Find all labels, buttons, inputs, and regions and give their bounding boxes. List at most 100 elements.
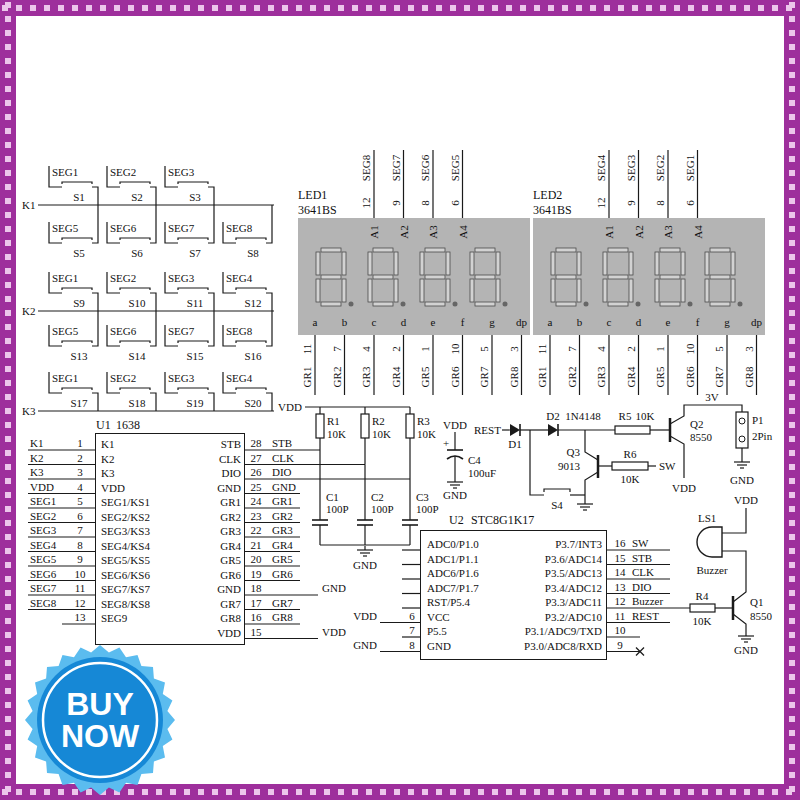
part-label: U2 — [449, 514, 464, 526]
net-label: SEG2 — [655, 155, 666, 181]
pin-name: SEG7/KS7 — [101, 584, 150, 595]
frame-dot — [310, 5, 316, 11]
net-label: 8550 — [690, 432, 712, 443]
frame-dot — [142, 789, 148, 795]
net-label: 28 — [251, 438, 262, 449]
net-label: S9 — [73, 298, 85, 309]
net-label: STB — [272, 438, 292, 449]
net-label: GND — [730, 475, 754, 486]
switch-symbol — [178, 341, 208, 343]
digit-segment — [446, 252, 450, 275]
pin-name: ADC6/P1.6 — [427, 568, 479, 579]
switch-symbol — [62, 182, 92, 184]
frame-dot — [789, 744, 795, 750]
pin-name: ADC1/P1.1 — [427, 553, 479, 564]
frame-dot — [170, 789, 176, 795]
net-label: 9 — [625, 200, 636, 206]
net-label: 2 — [77, 452, 83, 463]
frame-dot — [5, 744, 11, 750]
net-label: 6 — [409, 610, 415, 621]
frame-dot — [5, 324, 11, 330]
net-label: Buzzer — [632, 596, 663, 607]
frame-dot — [5, 296, 11, 302]
frame-dot — [646, 5, 652, 11]
buzzer-symbol — [697, 527, 722, 557]
frame-dot — [590, 789, 596, 795]
pin-wire — [638, 150, 639, 218]
digit-segment — [681, 279, 685, 302]
frame-dot — [789, 786, 795, 792]
frame-dot — [562, 789, 568, 795]
net-label: GND — [272, 481, 296, 492]
net-label: GR8 — [272, 612, 293, 623]
net-label: GR2 — [272, 510, 293, 521]
led-display: LED23641BSA1A2A3A4abcdefgdp — [533, 218, 765, 335]
decimal-point — [349, 302, 354, 307]
frame-dot — [5, 590, 11, 596]
frame-dot — [5, 506, 11, 512]
net-label: 6 — [684, 200, 695, 206]
digit-segment — [475, 248, 495, 252]
frame-dot — [478, 789, 484, 795]
wire — [558, 429, 615, 430]
wire — [208, 187, 214, 205]
frame-dot — [632, 789, 638, 795]
net-label: GR7 — [714, 367, 725, 388]
wire — [650, 429, 670, 430]
part-label: 3641BS — [533, 204, 572, 216]
wire — [319, 450, 320, 520]
frame-dot — [5, 478, 11, 484]
pin-name: A1 — [604, 225, 615, 238]
net-label: 8 — [420, 200, 431, 206]
frame-dot — [618, 789, 624, 795]
frame-dot — [5, 450, 11, 456]
frame-dot — [72, 789, 78, 795]
net-label: 23 — [251, 510, 262, 521]
switch-symbol — [178, 182, 208, 184]
digit-segment — [373, 302, 393, 306]
pin-name: A1 — [369, 225, 380, 238]
pin-name: SEG9 — [101, 613, 127, 624]
net-label: SEG1 — [52, 167, 78, 178]
frame-dot — [5, 534, 11, 540]
digit-segment — [373, 275, 393, 279]
pin-name: STB — [221, 439, 241, 450]
pin-wire — [638, 335, 639, 395]
net-label: 26 — [251, 467, 262, 478]
net-label: 24 — [251, 496, 262, 507]
pin-wire — [245, 464, 365, 465]
wire — [598, 465, 612, 466]
frame-dot — [422, 789, 428, 795]
frame-dot — [478, 5, 484, 11]
frame-dot — [5, 408, 11, 414]
pin-name: P3.2/ADC10 — [545, 611, 602, 622]
digit-segment — [608, 248, 628, 252]
part-label: 3641BS — [298, 204, 337, 216]
net-label: 10 — [75, 568, 86, 579]
frame-dot — [5, 380, 11, 386]
pin-wire — [432, 150, 433, 218]
diode-symbol — [548, 424, 558, 436]
frame-dot — [688, 789, 694, 795]
net-label: Q2 — [690, 419, 703, 430]
net-label: CLK — [632, 567, 654, 578]
pin-wire — [726, 335, 727, 395]
switch-symbol — [120, 388, 150, 390]
frame-dot — [604, 5, 610, 11]
digit-segment — [608, 275, 628, 279]
part-label: LED1 — [298, 189, 327, 201]
net-label: SEG8 — [226, 326, 252, 337]
buy-now-badge: BUY NOW — [25, 645, 175, 795]
pin-name: b — [342, 317, 348, 328]
net-label: SEG3 — [168, 273, 194, 284]
net-label: GR4 — [625, 367, 636, 388]
frame-dot — [520, 5, 526, 11]
wire — [92, 205, 98, 243]
pin-name: GR4 — [220, 540, 241, 551]
frame-dot — [789, 156, 795, 162]
frame-dot — [789, 128, 795, 134]
net-label: 5 — [479, 346, 490, 352]
badge-disc — [37, 657, 163, 783]
frame-dot — [254, 789, 260, 795]
